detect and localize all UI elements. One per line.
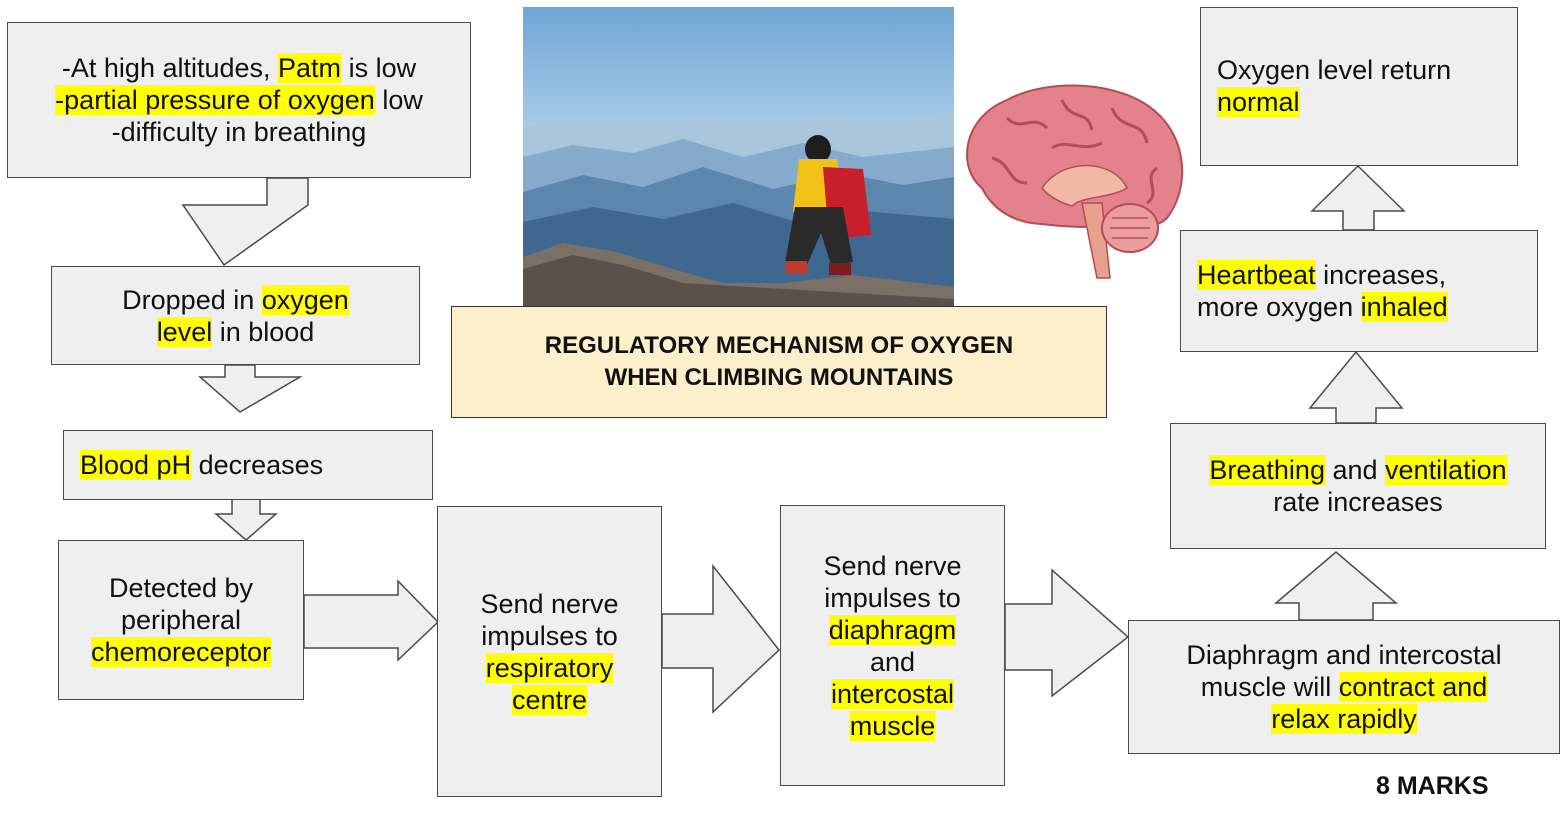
highlight-breathing: Breathing bbox=[1209, 455, 1325, 485]
highlight-partial-pressure: partial pressure of oxygen bbox=[64, 85, 375, 115]
highlight-intercostal: intercostal bbox=[830, 678, 955, 709]
box-blood-ph-line: Blood pH decreases bbox=[80, 449, 323, 481]
box-contract-relax-line-3: relax rapidly bbox=[1271, 703, 1417, 735]
box-oxygen-drop: Dropped in oxygen level in blood bbox=[51, 266, 420, 365]
highlight-dash: - bbox=[55, 85, 65, 115]
box-high-altitude-line-1: -At high altitudes, Patm is low bbox=[62, 52, 416, 84]
box-contract-relax-line-1: Diaphragm and intercostal bbox=[1186, 640, 1502, 670]
box-oxygen-drop-line-2: level in blood bbox=[156, 316, 315, 348]
highlight-relax: relax rapidly bbox=[1271, 704, 1417, 734]
box-oxygen-drop-line-1: Dropped in oxygen bbox=[122, 284, 349, 316]
box-heartbeat: Heartbeat increases, more oxygen inhaled bbox=[1180, 230, 1538, 352]
marks-label: 8 MARKS bbox=[1376, 772, 1489, 800]
box-oxygen-normal: Oxygen level return normal bbox=[1200, 7, 1518, 166]
box-diaphragm-impulses: Send nerve impulses to diaphragm and int… bbox=[780, 505, 1005, 786]
box-diaphragm-impulses-line-3: diaphragm bbox=[828, 614, 957, 646]
arrow-up-3 bbox=[1310, 164, 1406, 231]
box-high-altitude-line-2: -partial pressure of oxygen low bbox=[55, 84, 423, 116]
arrow-up-1 bbox=[1273, 551, 1399, 621]
box-respiratory-centre: Send nerve impulses to respiratory centr… bbox=[437, 506, 662, 797]
highlight-contract: contract and bbox=[1338, 672, 1488, 702]
box-respiratory-centre-line-2: impulses to bbox=[481, 620, 618, 651]
text: -At high altitudes, bbox=[61, 53, 279, 83]
box-contract-relax: Diaphragm and intercostal muscle will co… bbox=[1128, 620, 1560, 754]
highlight-chemoreceptor: chemoreceptor bbox=[90, 637, 272, 667]
highlight-heartbeat: Heartbeat bbox=[1197, 260, 1316, 290]
box-diaphragm-impulses-line-4: and bbox=[869, 646, 916, 677]
box-respiratory-centre-line-4: centre bbox=[511, 684, 588, 716]
arrow-right-3 bbox=[1004, 568, 1130, 698]
arrow-down-3 bbox=[213, 498, 279, 541]
highlight-patm: Patm bbox=[278, 53, 342, 83]
highlight-level: level bbox=[156, 316, 213, 347]
highlight-oxygen: oxygen bbox=[261, 284, 349, 315]
box-breathing-rate-line-2: rate increases bbox=[1273, 487, 1443, 517]
highlight-centre: centre bbox=[511, 684, 588, 715]
highlight-inhaled: inhaled bbox=[1360, 292, 1448, 322]
box-respiratory-centre-line-1: Send nerve bbox=[480, 588, 619, 619]
highlight-normal: normal bbox=[1217, 87, 1300, 117]
diagram-title-line-2: WHEN CLIMBING MOUNTAINS bbox=[604, 364, 954, 391]
text: more oxygen bbox=[1197, 292, 1361, 322]
mountain-climber-photo bbox=[523, 7, 954, 306]
box-heartbeat-line-1: Heartbeat increases, bbox=[1197, 259, 1446, 291]
diagram-title-box: REGULATORY MECHANISM OF OXYGEN WHEN CLIM… bbox=[451, 306, 1107, 418]
text: decreases bbox=[191, 450, 324, 480]
box-oxygen-normal-line-1: Oxygen level return bbox=[1217, 55, 1452, 85]
box-breathing-rate: Breathing and ventilation rate increases bbox=[1170, 423, 1546, 549]
highlight-blood-ph: Blood pH bbox=[80, 450, 192, 480]
arrow-right-2 bbox=[661, 563, 781, 714]
box-blood-ph: Blood pH decreases bbox=[63, 430, 433, 500]
text: and bbox=[1324, 455, 1386, 485]
box-heartbeat-line-2: more oxygen inhaled bbox=[1197, 291, 1448, 323]
arrow-down-1 bbox=[181, 177, 309, 267]
arrow-right-1 bbox=[303, 579, 440, 662]
box-chemoreceptor-line-2: peripheral bbox=[120, 605, 242, 635]
arrow-up-2 bbox=[1308, 350, 1404, 424]
text: in blood bbox=[212, 316, 315, 347]
highlight-respiratory: respiratory bbox=[485, 652, 614, 683]
box-chemoreceptor-line-3: chemoreceptor bbox=[90, 636, 272, 668]
highlight-muscle: muscle bbox=[849, 710, 936, 741]
box-high-altitude-line-3: -difficulty in breathing bbox=[111, 117, 367, 147]
box-diaphragm-impulses-line-1: Send nerve bbox=[823, 550, 962, 581]
text: low bbox=[374, 85, 423, 115]
box-diaphragm-impulses-line-6: muscle bbox=[849, 710, 936, 742]
text: is low bbox=[341, 53, 417, 83]
box-diaphragm-impulses-line-5: intercostal bbox=[830, 678, 955, 710]
highlight-ventilation: ventilation bbox=[1385, 455, 1507, 485]
box-breathing-rate-line-1: Breathing and ventilation bbox=[1209, 454, 1507, 486]
box-high-altitude: -At high altitudes, Patm is low -partial… bbox=[7, 22, 471, 178]
brain-illustration bbox=[966, 84, 1184, 279]
text: muscle will bbox=[1200, 672, 1339, 702]
diagram-title-line-1: REGULATORY MECHANISM OF OXYGEN bbox=[544, 332, 1014, 359]
box-oxygen-normal-line-2: normal bbox=[1217, 86, 1300, 118]
arrow-down-2 bbox=[198, 364, 303, 413]
box-contract-relax-line-2: muscle will contract and bbox=[1201, 671, 1488, 703]
box-respiratory-centre-line-3: respiratory bbox=[485, 652, 614, 684]
text: Dropped in bbox=[122, 284, 262, 315]
box-chemoreceptor: Detected by peripheral chemoreceptor bbox=[58, 540, 304, 700]
text: increases, bbox=[1315, 260, 1447, 290]
box-diaphragm-impulses-line-2: impulses to bbox=[824, 582, 961, 613]
box-chemoreceptor-line-1: Detected by bbox=[108, 573, 254, 603]
highlight-diaphragm: diaphragm bbox=[828, 614, 957, 645]
